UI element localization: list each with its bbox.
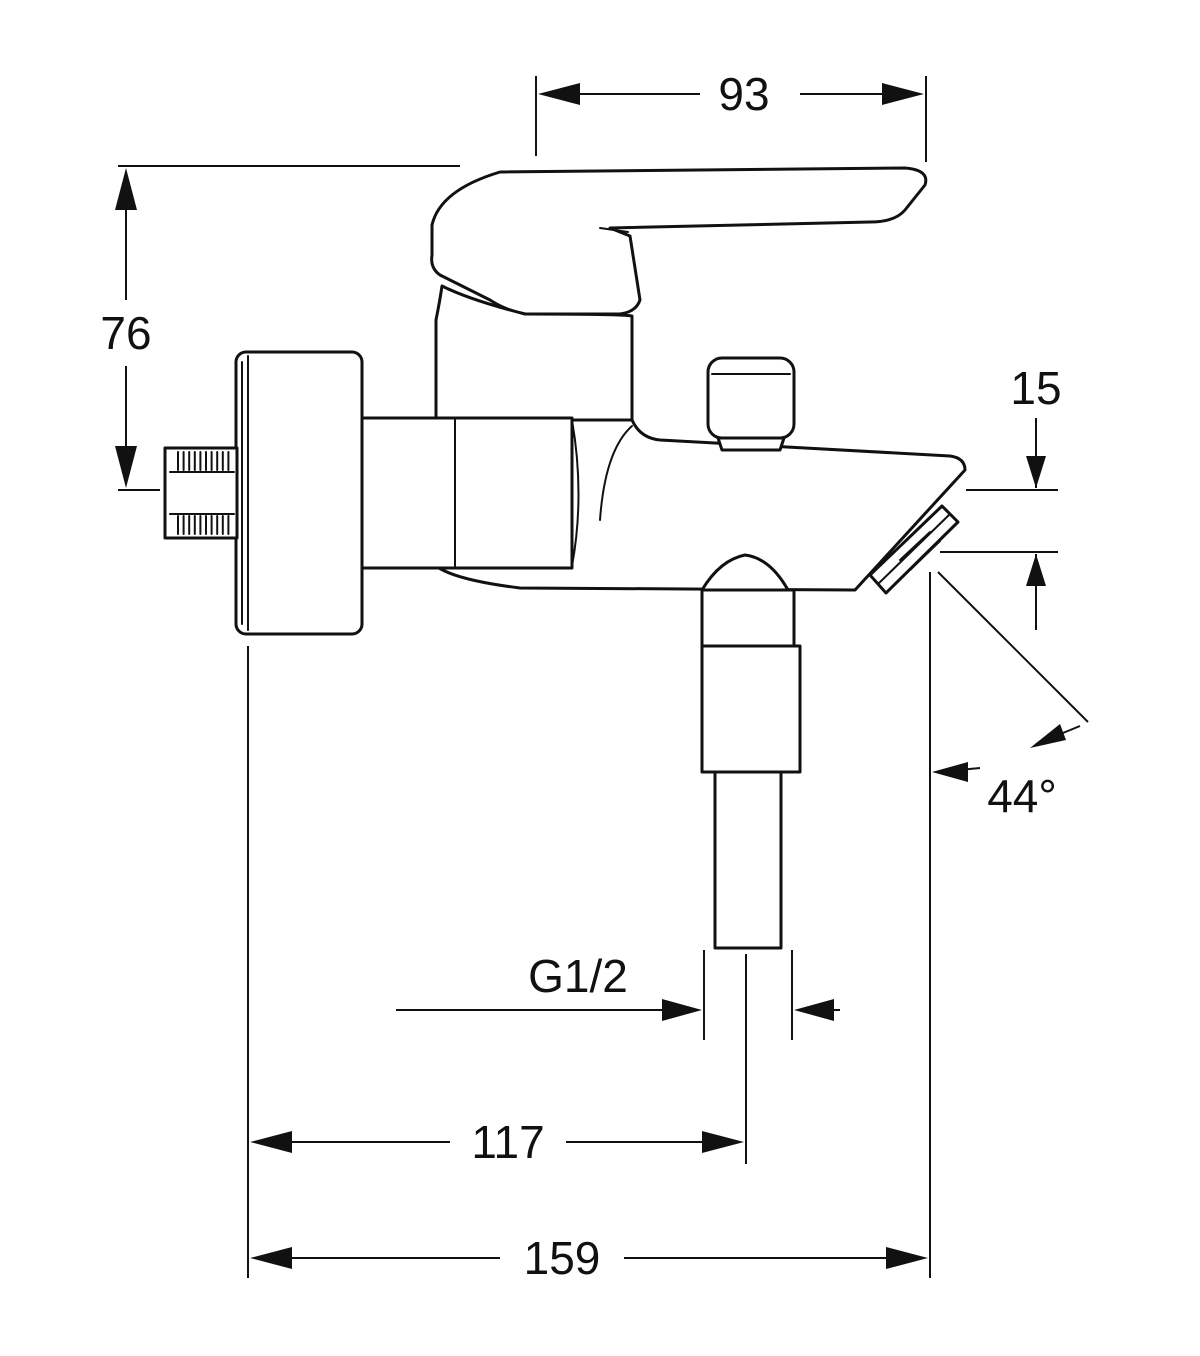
escutcheon-body (234, 350, 364, 636)
connector-block (360, 416, 574, 570)
dimension-15: 15 (940, 362, 1062, 630)
dimension-44-degrees: 44° (929, 571, 1089, 1278)
outlet-pipe-lower (713, 770, 783, 950)
dimension-93: 93 (535, 68, 927, 162)
outlet-nut (700, 644, 802, 774)
dimension-label-76: 76 (100, 307, 151, 359)
thread-marks (169, 451, 235, 535)
dimension-76: 76 (100, 165, 460, 491)
faucet-outline (163, 166, 967, 950)
diverter-stem (716, 436, 786, 452)
dimension-label-93: 93 (718, 68, 769, 120)
dimension-159: 159 (250, 1232, 928, 1284)
aerator-inner (899, 531, 941, 571)
cartridge-neck (434, 284, 634, 422)
outlet-cap (700, 553, 790, 592)
dimension-label-15: 15 (1010, 362, 1061, 414)
dimension-g1-2: G1/2 (396, 950, 840, 1040)
diverter-knob (706, 356, 796, 440)
body-shading-curve (599, 425, 633, 521)
aerator-line (877, 513, 951, 585)
dimension-label-117: 117 (471, 1116, 544, 1168)
dimension-label-g1-2: G1/2 (528, 950, 628, 1002)
dimension-label-159: 159 (524, 1232, 601, 1284)
dimension-117: 117 (247, 646, 747, 1278)
outlet-pipe-upper (700, 588, 796, 648)
lever-inner-line (599, 227, 629, 233)
lever-handle (430, 166, 928, 316)
connector-end-curve (571, 419, 580, 567)
dimension-label-44: 44° (987, 770, 1057, 822)
